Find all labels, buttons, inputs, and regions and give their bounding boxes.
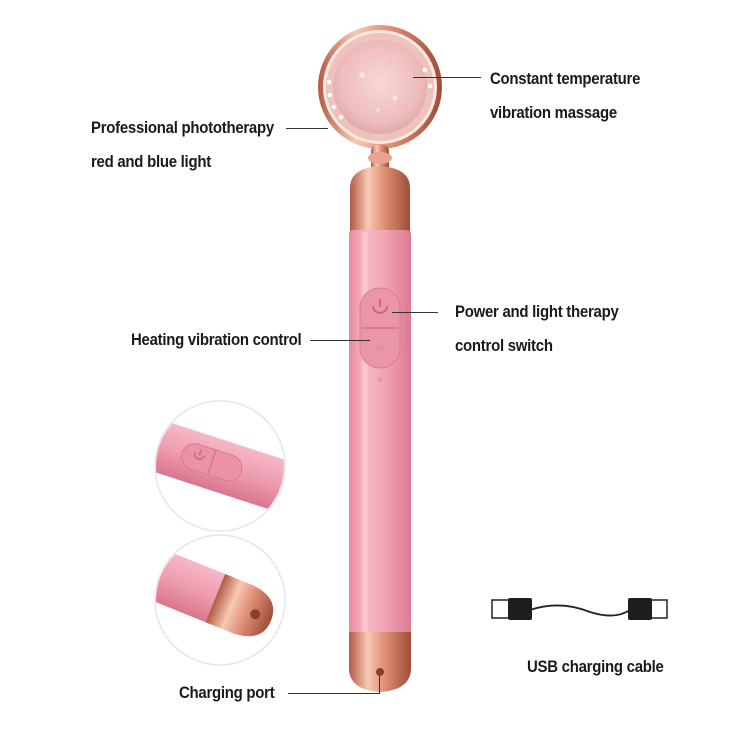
leader-charging-port [288,693,380,694]
roller-head [318,25,442,149]
zoom-detail-charging-end [154,534,286,666]
charging-port [376,668,384,676]
callout-line-1: USB charging cable [527,657,664,676]
callout-constant-temperature: Constant temperature vibration massage [490,62,640,130]
power-icon[interactable] [372,299,388,314]
heat-icon[interactable]: 〰 [377,345,384,352]
led-lights [325,66,434,121]
callout-phototherapy: Professional phototherapy red and blue l… [91,111,274,179]
zoom-detail-buttons [154,400,286,532]
callout-heating-control: Heating vibration control [131,323,302,357]
callout-charging-port: Charging port [179,676,275,710]
callout-power-switch: Power and light therapy control switch [455,295,619,363]
callout-usb-cable: USB charging cable [527,650,664,684]
callout-line-1: Power and light therapy [455,302,619,321]
leader-constant-temperature [413,77,481,78]
top-cap [350,166,410,232]
control-switch[interactable]: 〰 [359,287,401,369]
usb-plug-icon [491,598,668,620]
callout-line-1: Heating vibration control [131,330,302,349]
engraved-mark: ≋ [377,375,384,384]
bottom-cap [349,632,411,692]
rose-quartz-stone [333,40,427,134]
callout-line-1: Constant temperature [490,69,641,88]
leader-power-switch [392,312,438,313]
callout-line-1: Charging port [179,683,275,702]
leader-charging-port-v [379,676,380,694]
callout-line-2: vibration massage [490,103,617,122]
callout-line-2: control switch [455,336,553,355]
usb-cable [491,598,668,620]
leader-heating-control [310,340,370,341]
leader-phototherapy [286,128,328,129]
callout-line-1: Professional phototherapy [91,118,274,137]
callout-line-2: red and blue light [91,152,211,171]
